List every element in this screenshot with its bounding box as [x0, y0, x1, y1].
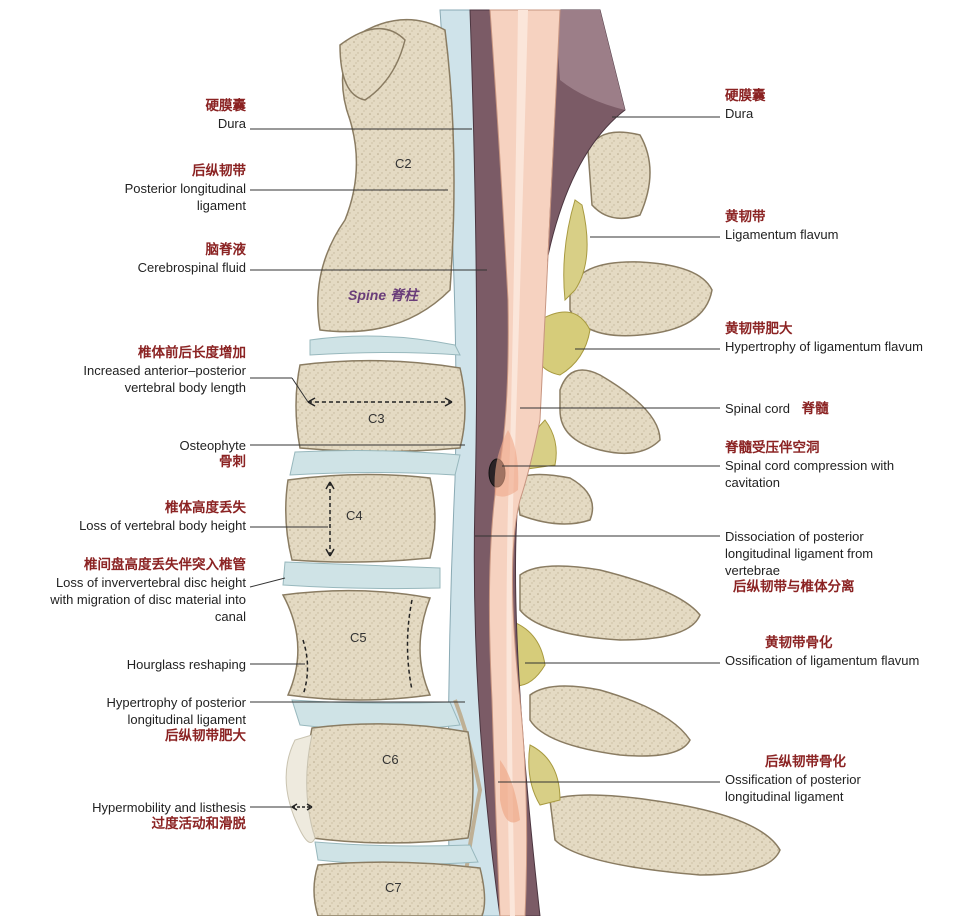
label-dura-right: 硬膜囊 Dura [725, 88, 766, 122]
label-ossification-pll-en: Ossification of posterior longitudinal l… [725, 772, 861, 804]
label-increased-ap-length: 椎体前后长度增加 Increased anterior–posterior ve… [31, 345, 246, 396]
vertebra-c6 [305, 723, 474, 844]
vertebra-label-c4: C4 [346, 508, 363, 523]
label-cerebrospinal-fluid: 脑脊液 Cerebrospinal fluid [138, 242, 246, 276]
label-hypertrophy-pll-zh: 后纵韧带肥大 [165, 728, 246, 744]
label-lf-zh: 黄韧带 [725, 209, 766, 225]
label-csf-en: Cerebrospinal fluid [137, 260, 246, 275]
label-loss-of-body-height: 椎体高度丢失 Loss of vertebral body height [79, 500, 246, 534]
label-ossification-lf: 黄韧带骨化 Ossification of ligamentum flavum [725, 635, 930, 669]
label-pll-dissociation: Dissociation of posterior longitudinal l… [725, 528, 930, 596]
label-hypertrophy-lf-zh: 黄韧带肥大 [725, 321, 793, 337]
label-dura-left: 硬膜囊 Dura [206, 98, 247, 132]
label-pll-en: Posterior longitudinal ligament [124, 181, 246, 213]
label-ap-length-en: Increased anterior–posterior vertebral b… [83, 363, 246, 395]
label-osteophyte-en: Osteophyte [179, 438, 247, 453]
label-dura-left-en: Dura [217, 116, 246, 131]
label-pll-dissociation-zh: 后纵韧带与椎体分离 [733, 579, 855, 595]
label-spinal-cord: Spinal cord 脊髓 [725, 400, 829, 418]
label-hypertrophy-lf: 黄韧带肥大 Hypertrophy of ligamentum flavum [725, 321, 935, 355]
vertebra-c4 [285, 473, 436, 563]
label-ossification-pll: 后纵韧带骨化 Ossification of posterior longitu… [725, 754, 930, 805]
label-csf-zh: 脑脊液 [205, 242, 247, 258]
measurement-markers [291, 397, 453, 811]
label-disc-height-loss: 椎间盘高度丢失伴突入椎管 Loss of inververtebral disc… [31, 557, 246, 625]
spinal-canal [439, 9, 626, 916]
label-dura-right-en: Dura [725, 106, 754, 121]
vertebra-c7 [313, 861, 486, 916]
label-disc-height-en: Loss of inververtebral disc height with … [50, 575, 246, 624]
spine-label: Spine 脊柱 [348, 287, 420, 303]
label-hourglass-en: Hourglass reshaping [126, 657, 246, 672]
label-osteophyte-zh: 骨刺 [219, 454, 246, 470]
label-disc-height-zh: 椎间盘高度丢失伴突入椎管 [84, 557, 246, 573]
label-hypermobility: Hypermobility and listhesis 过度活动和滑脱 [92, 799, 246, 833]
label-hypertrophy-pll: Hypertrophy of posterior longitudinal li… [46, 694, 246, 745]
vertebra-label-c5: C5 [350, 630, 367, 645]
label-lf-en: Ligamentum flavum [725, 227, 839, 242]
vertebra-label-c6: C6 [382, 752, 399, 767]
label-ap-length-zh: 椎体前后长度增加 [138, 345, 246, 361]
label-pll-dissociation-en: Dissociation of posterior longitudinal l… [725, 529, 874, 578]
label-ossification-lf-zh: 黄韧带骨化 [765, 635, 833, 651]
vertebral-bodies [281, 18, 486, 916]
vertebra-label-c7: C7 [385, 880, 402, 895]
label-hypermobility-en: Hypermobility and listhesis [92, 800, 246, 815]
label-body-height-zh: 椎体高度丢失 [165, 500, 246, 516]
vertebra-label-c2: C2 [395, 156, 412, 171]
vertebra-label-c3: C3 [368, 411, 385, 426]
label-posterior-longitudinal-ligament: 后纵韧带 Posterior longitudinal ligament [86, 163, 246, 214]
label-hypertrophy-pll-en: Hypertrophy of posterior longitudinal li… [106, 695, 246, 727]
label-pll-zh: 后纵韧带 [192, 163, 246, 179]
label-ligamentum-flavum: 黄韧带 Ligamentum flavum [725, 209, 838, 243]
label-osteophyte: Osteophyte 骨刺 [180, 437, 247, 471]
vertebra-c3 [295, 359, 466, 453]
label-body-height-en: Loss of vertebral body height [79, 518, 246, 533]
label-hypertrophy-lf-en: Hypertrophy of ligamentum flavum [725, 339, 923, 354]
label-spinal-cord-zh: 脊髓 [801, 401, 829, 417]
vertebra-c5 [281, 589, 432, 701]
label-cord-compression: 脊髓受压伴空洞 Spinal cord compression with cav… [725, 440, 945, 491]
label-ossification-pll-zh: 后纵韧带骨化 [765, 754, 846, 770]
label-cord-compression-zh: 脊髓受压伴空洞 [725, 440, 820, 456]
leader-lines [249, 116, 720, 808]
label-hypermobility-zh: 过度活动和滑脱 [151, 816, 247, 832]
vertebra-c2 [317, 18, 455, 333]
label-ossification-lf-en: Ossification of ligamentum flavum [725, 653, 920, 668]
label-spinal-cord-en: Spinal cord [725, 401, 791, 416]
vertebra-labels: C2 C3 C4 C5 C6 C7 Spine 脊柱 [346, 156, 420, 895]
label-dura-right-zh: 硬膜囊 [725, 88, 766, 104]
label-cord-compression-en: Spinal cord compression with cavitation [725, 458, 895, 490]
label-dura-left-zh: 硬膜囊 [205, 98, 247, 114]
label-hourglass-reshaping: Hourglass reshaping [127, 656, 246, 673]
